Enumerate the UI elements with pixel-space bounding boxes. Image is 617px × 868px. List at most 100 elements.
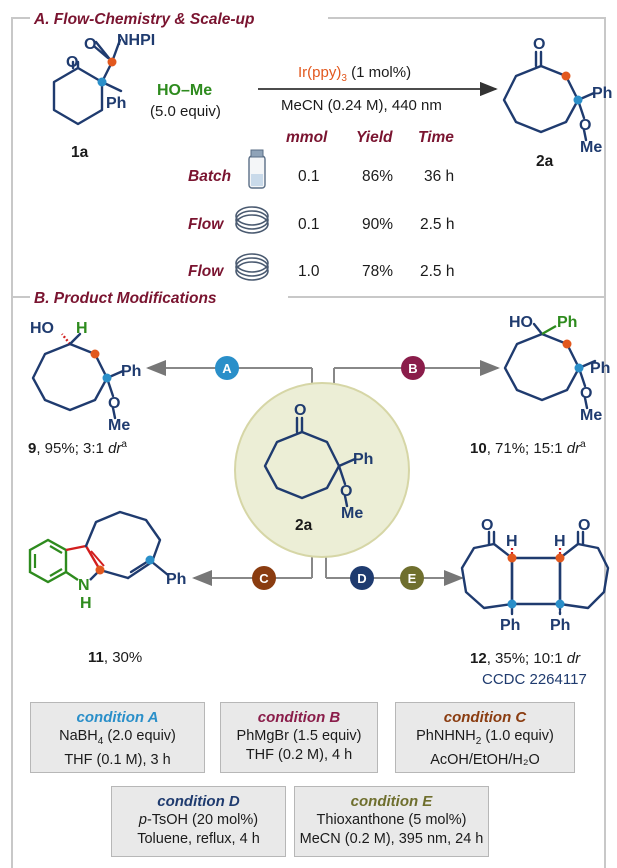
svg-text:H: H [80, 595, 92, 612]
condition-title: condition D [157, 793, 240, 810]
svg-text:B: B [408, 361, 417, 376]
svg-text:0.1: 0.1 [298, 168, 320, 185]
condition-box-d: condition D p-TsOH (20 mol%) Toluene, re… [111, 786, 286, 857]
product-12-yield: 12, 35%; 10:1 dr [470, 650, 581, 667]
svg-text:H: H [554, 533, 566, 550]
svg-text:2.5 h: 2.5 h [420, 263, 454, 280]
row-mode: Flow [188, 263, 224, 280]
condition-box-e: condition E Thioxanthone (5 mol%) MeCN (… [294, 786, 489, 857]
header-mmol: mmol [286, 129, 328, 146]
circle-e: E [400, 566, 424, 590]
condition-line1: Thioxanthone (5 mol%) [316, 812, 467, 828]
reactant-label: 1a [71, 144, 89, 161]
svg-text:Ph: Ph [592, 85, 612, 102]
svg-text:E: E [408, 571, 417, 586]
product-10-yield: 10, 71%; 15:1 dra [470, 439, 586, 457]
row-mode: Batch [188, 168, 231, 185]
section-a-title: A. Flow-Chemistry & Scale-up [33, 11, 254, 28]
product-9-yield: 9, 95%; 3:1 dra [28, 439, 127, 457]
svg-text:O: O [579, 117, 591, 134]
svg-text:Ph: Ph [557, 314, 577, 331]
condition-title: condition C [443, 709, 527, 726]
center-label: 2a [295, 517, 313, 534]
circle-c: C [252, 566, 276, 590]
svg-text:HO: HO [30, 320, 54, 337]
svg-text:Ph: Ph [121, 363, 141, 380]
svg-text:Me: Me [580, 407, 602, 424]
header-time: Time [418, 129, 454, 146]
product-9-structure: HO H Ph O Me [30, 320, 141, 434]
condition-line1: PhMgBr (1.5 equiv) [236, 728, 362, 744]
svg-text:Ph: Ph [500, 617, 520, 634]
reactant-1a-structure: O O NHPI Ph [52, 32, 155, 126]
svg-text:O: O [580, 385, 592, 402]
condition-box-a: condition A NaBH4 (2.0 equiv) THF (0.1 M… [30, 702, 205, 773]
svg-text:Me: Me [341, 505, 363, 522]
condition-line1: p-TsOH (20 mol%) [138, 812, 259, 828]
svg-text:O: O [84, 36, 96, 53]
catalyst: Ir(ppy)3 (1 mol%) [298, 64, 411, 84]
product-11-yield: 11, 30% [88, 649, 142, 666]
svg-text:A: A [222, 361, 232, 376]
svg-text:O: O [340, 483, 352, 500]
condition-line2: MeCN (0.2 M), 395 nm, 24 h [299, 831, 484, 847]
svg-text:90%: 90% [362, 216, 393, 233]
circle-b: B [401, 356, 425, 380]
svg-text:0.1: 0.1 [298, 216, 320, 233]
svg-text:O: O [108, 395, 120, 412]
svg-text:Ph: Ph [106, 95, 126, 112]
center-2a: O Ph O Me 2a [234, 382, 410, 558]
condition-line1: PhNHNH2 (1.0 equiv) [416, 728, 554, 747]
row-mode: Flow [188, 216, 224, 233]
conditions-table: mmol Yield Time Batch 0.1 86% 36 h Flow … [188, 129, 454, 281]
svg-text:Ph: Ph [590, 360, 610, 377]
svg-text:NHPI: NHPI [117, 32, 155, 49]
svg-text:78%: 78% [362, 263, 393, 280]
svg-text:36 h: 36 h [424, 168, 454, 185]
svg-text:D: D [357, 571, 366, 586]
product-12-structure: O O H H Ph Ph [460, 517, 610, 634]
reagent: HO–Me [157, 82, 212, 99]
condition-title: condition E [350, 793, 433, 810]
vial-icon [248, 149, 266, 189]
svg-text:HO: HO [509, 314, 533, 331]
circle-d: D [350, 566, 374, 590]
svg-text:N: N [78, 577, 90, 594]
product-2a-structure: O Ph O Me [502, 36, 612, 156]
svg-text:O: O [578, 517, 590, 534]
reagent-equiv: (5.0 equiv) [150, 103, 221, 120]
condition-box-b: condition B PhMgBr (1.5 equiv) THF (0.2 … [220, 702, 378, 773]
svg-text:Ph: Ph [166, 571, 186, 588]
arrow-conditions: MeCN (0.24 M), 440 nm [281, 97, 442, 114]
condition-line2: Toluene, reflux, 4 h [137, 831, 260, 847]
svg-text:Ph: Ph [550, 617, 570, 634]
ccdc-number: CCDC 2264117 [482, 671, 587, 688]
coil-icon [235, 206, 269, 234]
svg-text:Me: Me [108, 417, 130, 434]
condition-line2: AcOH/EtOH/H₂O [430, 751, 540, 768]
svg-text:H: H [76, 320, 88, 337]
svg-text:O: O [481, 517, 493, 534]
header-yield: Yield [356, 129, 393, 146]
condition-title: condition A [76, 709, 159, 726]
svg-text:O: O [66, 54, 78, 71]
svg-text:Me: Me [580, 139, 602, 156]
svg-text:2.5 h: 2.5 h [420, 216, 454, 233]
svg-text:H: H [506, 533, 518, 550]
svg-text:C: C [259, 571, 269, 586]
product-11-structure: N H Ph [28, 510, 186, 612]
product-10-structure: HO Ph Ph O Me [503, 314, 610, 424]
svg-text:1.0: 1.0 [298, 263, 320, 280]
product-label: 2a [536, 153, 554, 170]
condition-box-c: condition C PhNHNH2 (1.0 equiv) AcOH/EtO… [395, 702, 575, 773]
section-b-title: B. Product Modifications [34, 290, 217, 307]
condition-line2: THF (0.2 M), 4 h [245, 747, 353, 763]
condition-title: condition B [257, 709, 341, 726]
svg-text:Ph: Ph [353, 451, 373, 468]
svg-text:O: O [533, 36, 545, 53]
coil-icon [235, 253, 269, 281]
circle-a: A [215, 356, 239, 380]
svg-text:O: O [294, 402, 306, 419]
condition-line1: NaBH4 (2.0 equiv) [59, 728, 176, 747]
condition-line2: THF (0.1 M), 3 h [64, 751, 171, 768]
